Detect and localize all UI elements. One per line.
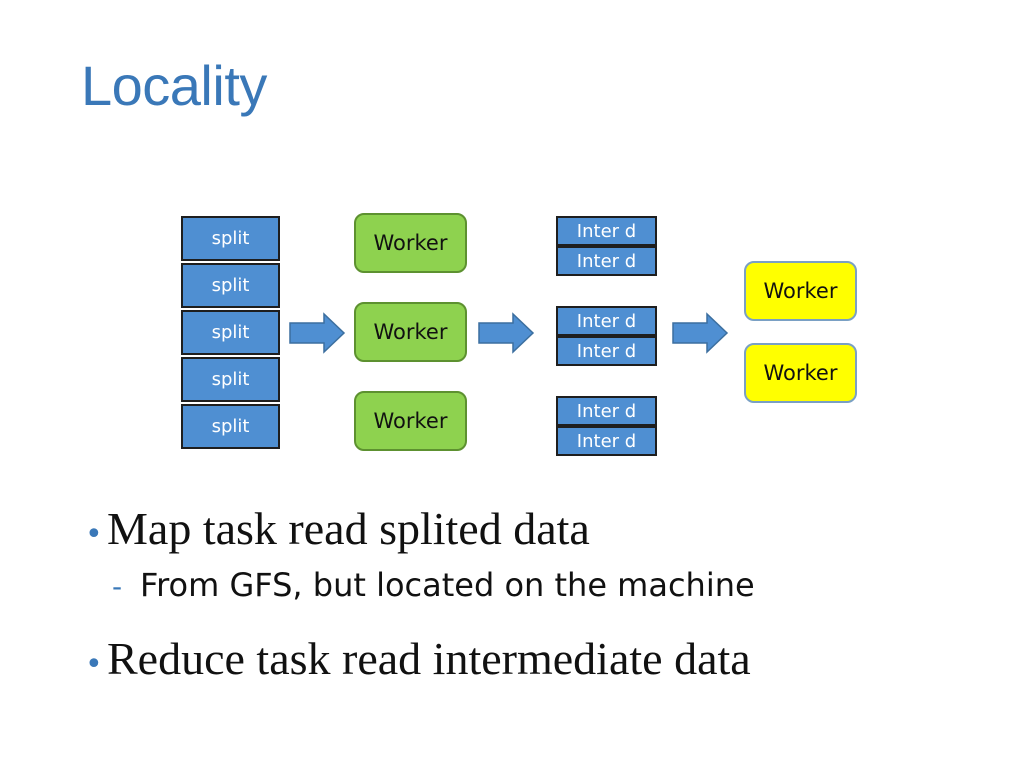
bullet-text: Reduce task read intermediate data bbox=[107, 633, 751, 684]
split-block: split bbox=[181, 357, 280, 402]
intermediate-file: Inter d bbox=[556, 396, 657, 426]
split-block: split bbox=[181, 404, 280, 449]
arrow-right-icon bbox=[289, 312, 346, 354]
reduce-worker: Worker bbox=[744, 261, 857, 321]
arrow-right-icon bbox=[478, 312, 535, 354]
split-block: split bbox=[181, 216, 280, 261]
map-worker: Worker bbox=[354, 302, 467, 362]
bullet-text: Map task read splited data bbox=[107, 503, 590, 554]
bullet-dot-icon: • bbox=[85, 517, 103, 552]
dash-icon: - bbox=[112, 570, 123, 603]
intermediate-file: Inter d bbox=[556, 246, 657, 276]
slide-title: Locality bbox=[81, 54, 267, 117]
split-block: split bbox=[181, 310, 280, 355]
arrow-right-icon bbox=[672, 312, 729, 354]
intermediate-file: Inter d bbox=[556, 306, 657, 336]
split-block: split bbox=[181, 263, 280, 308]
bullet-dot-icon: • bbox=[85, 647, 103, 682]
reduce-worker: Worker bbox=[744, 343, 857, 403]
intermediate-file: Inter d bbox=[556, 336, 657, 366]
intermediate-file: Inter d bbox=[556, 216, 657, 246]
sub-bullet-item: - From GFS, but located on the machine bbox=[112, 566, 755, 604]
map-worker: Worker bbox=[354, 391, 467, 451]
bullet-item: • Reduce task read intermediate data bbox=[85, 632, 751, 685]
map-worker: Worker bbox=[354, 213, 467, 273]
bullet-item: • Map task read splited data bbox=[85, 502, 590, 555]
intermediate-file: Inter d bbox=[556, 426, 657, 456]
sub-bullet-text: From GFS, but located on the machine bbox=[140, 566, 755, 604]
